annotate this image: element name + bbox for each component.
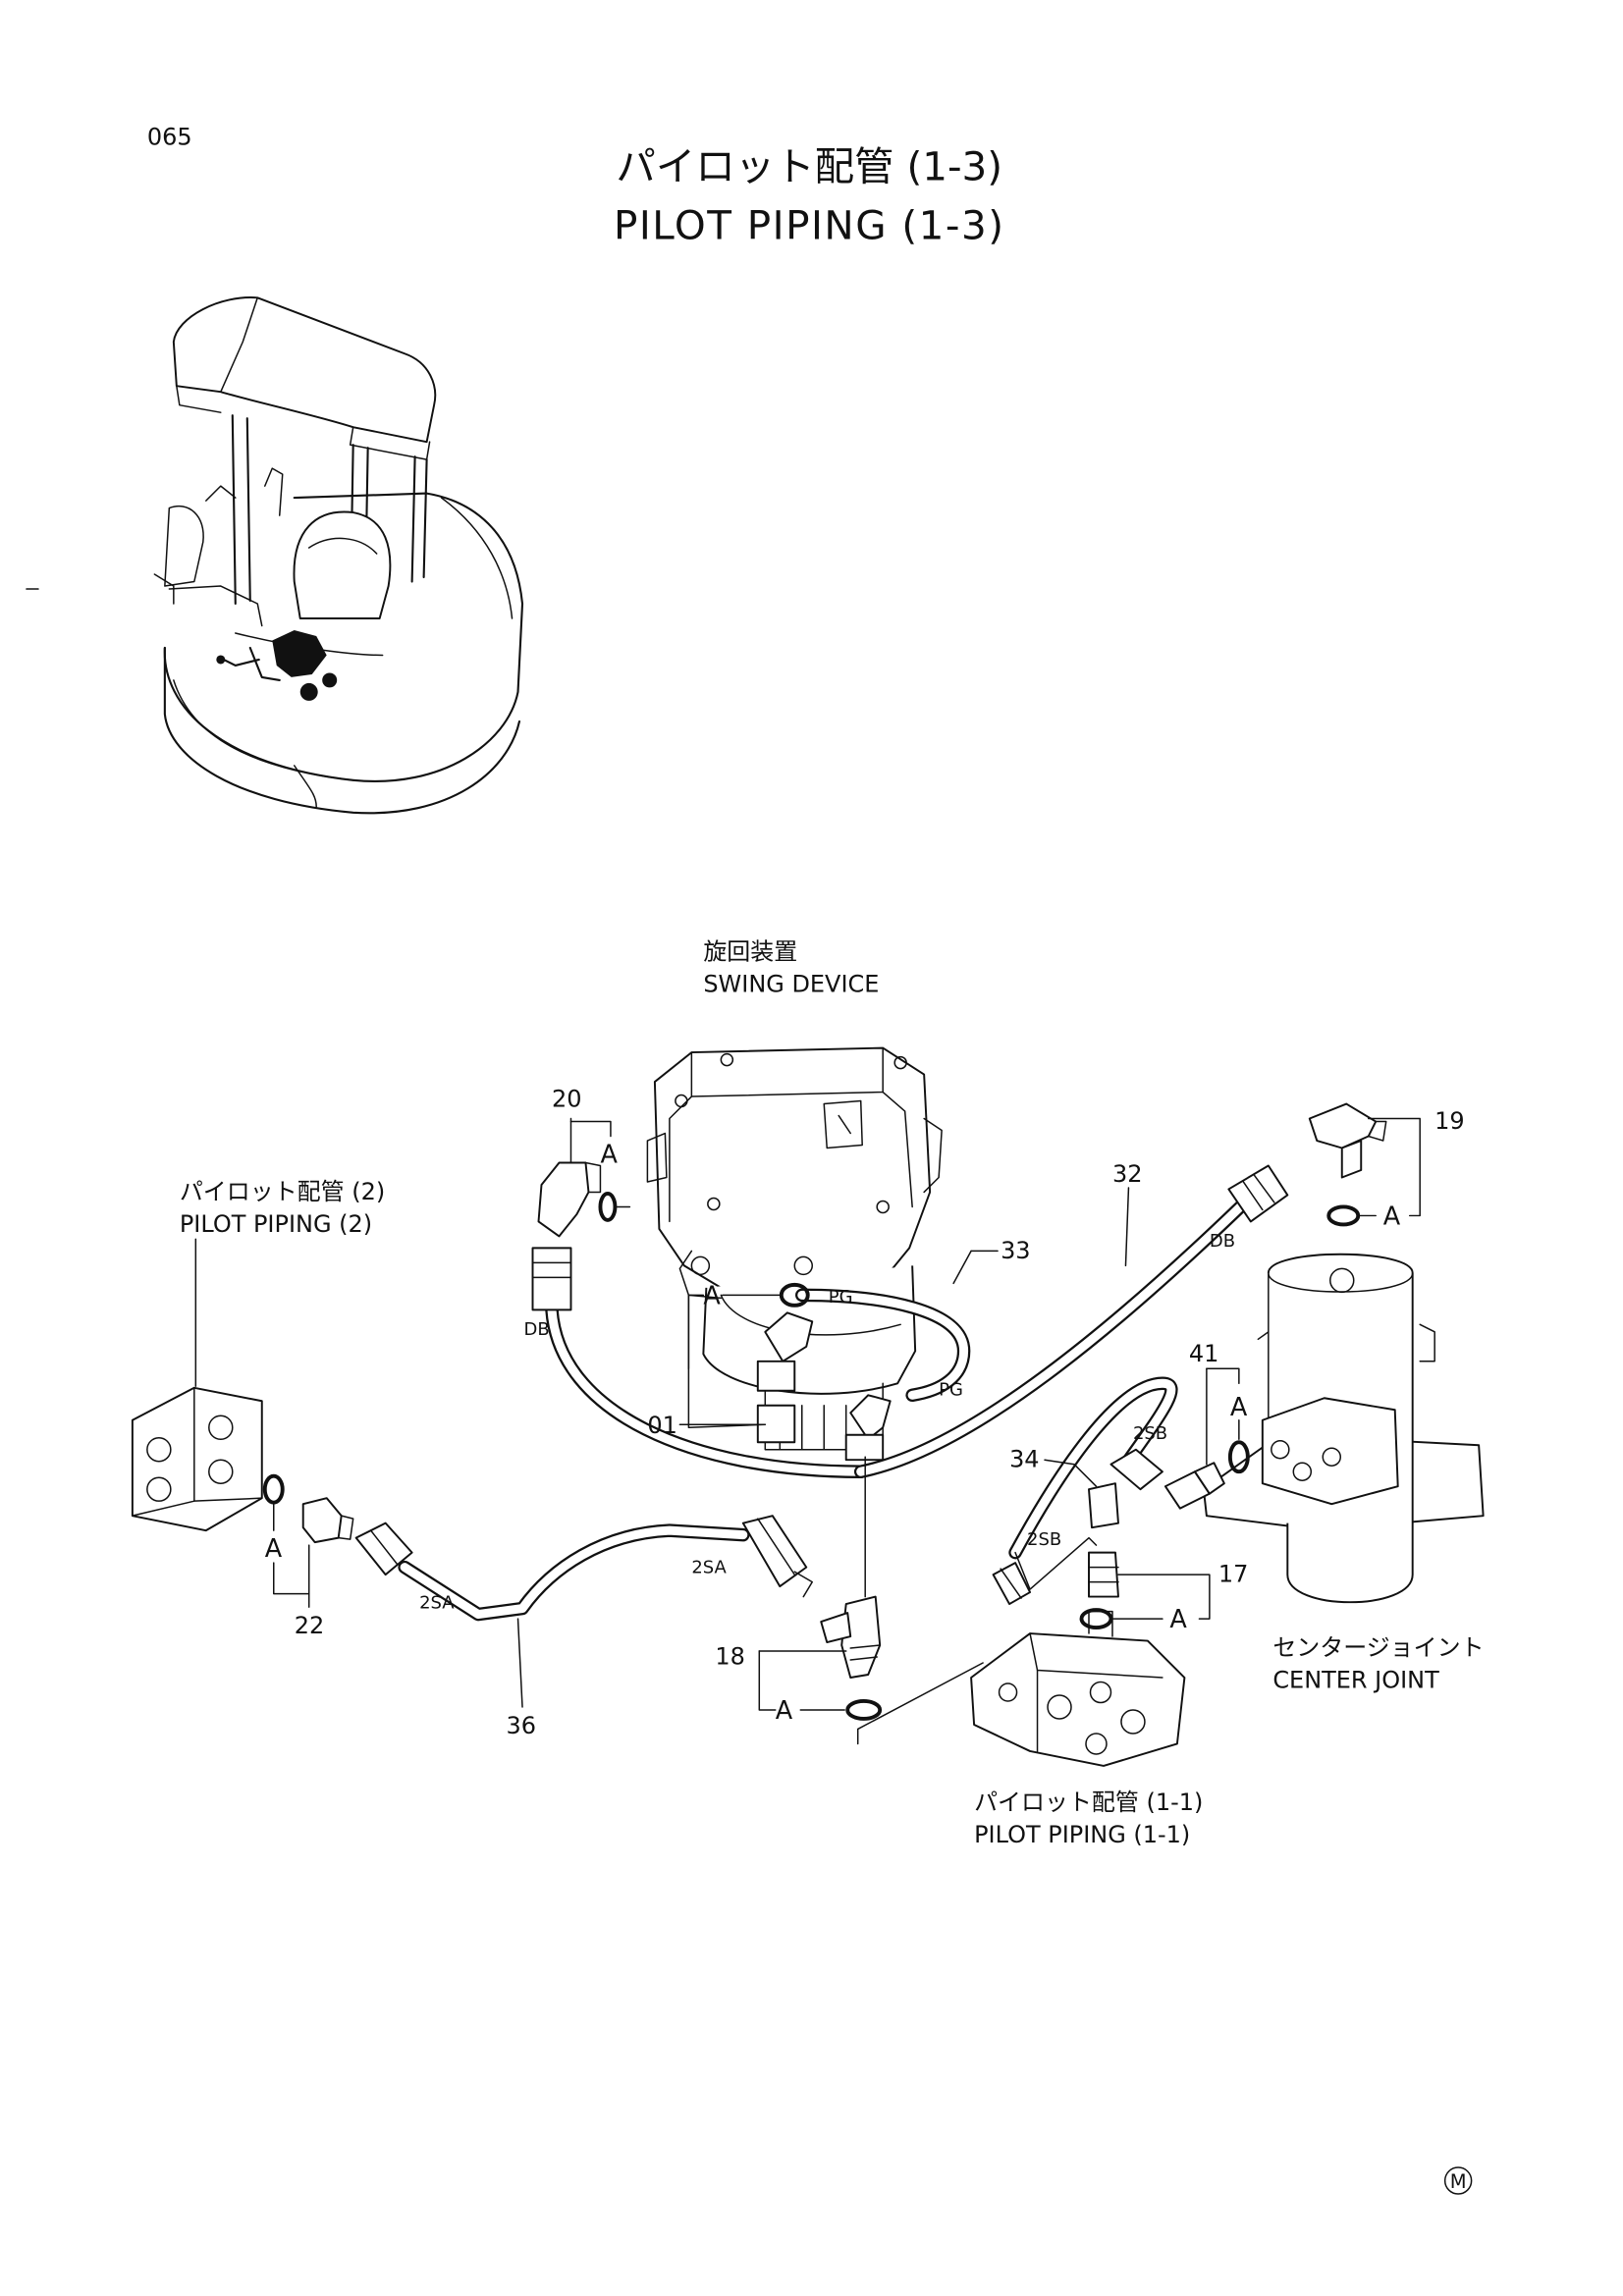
- oring-20: [598, 1192, 618, 1222]
- oring-17: [1079, 1608, 1113, 1630]
- leader-33-pipe: [952, 1250, 972, 1285]
- leader-34: [1044, 1459, 1098, 1487]
- swing-device-label-ja: 旋回装置: [703, 938, 797, 966]
- fitting-36-right-end: [741, 1515, 813, 1598]
- page-title-ja: パイロット配管 (1-3): [616, 142, 1002, 189]
- oring-19: [1326, 1204, 1361, 1227]
- part-number-34: 34: [1009, 1446, 1040, 1473]
- oring-41: [1227, 1440, 1250, 1474]
- oring-33: [779, 1282, 810, 1308]
- part-number-19: 19: [1434, 1107, 1465, 1135]
- machine-overview-illustration: [153, 296, 524, 815]
- bracket-18-a: [758, 1650, 777, 1711]
- port-label-2sb-upper: 2SB: [1133, 1423, 1167, 1444]
- center-joint-drawing: [1202, 1253, 1485, 1604]
- part-number-01: 01: [647, 1412, 676, 1439]
- pilot-piping-2-label-ja: パイロット配管 (2): [180, 1178, 385, 1205]
- oring-a-label-41: A: [1230, 1393, 1248, 1422]
- pilot-piping-1-1-leader: [856, 1662, 984, 1745]
- fitting-01-group: [756, 1311, 892, 1462]
- part-number-22: 22: [295, 1612, 324, 1639]
- bracket-20-a: [569, 1120, 612, 1138]
- port-label-pg-upper: PG: [829, 1287, 853, 1308]
- port-label-db-right: DB: [1210, 1231, 1235, 1252]
- pilot-valve-block-1-1: [970, 1610, 1186, 1767]
- oring-a-label-22: A: [265, 1534, 283, 1564]
- swing-device-label-en: SWING DEVICE: [703, 971, 879, 998]
- pilot-piping-1-1-label-ja: パイロット配管 (1-1): [974, 1789, 1203, 1816]
- page-title-en: PILOT PIPING (1-3): [614, 201, 1005, 248]
- port-label-2sa-right: 2SA: [691, 1558, 727, 1578]
- fitting-32-end: [1227, 1164, 1289, 1223]
- bracket-22-b: [272, 1544, 310, 1595]
- bracket-19: [1367, 1117, 1421, 1217]
- leader-01-second: [687, 1294, 705, 1370]
- part-number-32: 32: [1112, 1160, 1143, 1188]
- page-number: 065: [147, 123, 192, 150]
- part-number-33: 33: [1001, 1237, 1030, 1264]
- pipe-33: [795, 1288, 971, 1403]
- fitting-34-upper-end: [1088, 1448, 1163, 1529]
- part-number-17: 17: [1218, 1561, 1249, 1588]
- oring-a-label-19: A: [1383, 1201, 1401, 1231]
- fitting-18-tee: [820, 1595, 882, 1679]
- fitting-34-lower-end: [992, 1562, 1032, 1606]
- fitting-20-elbow: [531, 1161, 602, 1311]
- pipe-36: [398, 1523, 750, 1622]
- pipe-sb-lower: [1014, 1536, 1098, 1590]
- circled-m-mark: [1443, 2166, 1473, 2195]
- oring-22: [262, 1473, 285, 1505]
- part-number-18: 18: [715, 1643, 744, 1671]
- fitting-22: [301, 1497, 354, 1544]
- highlight-swing-area: [216, 629, 338, 701]
- pilot-piping-2-label-en: PILOT PIPING (2): [180, 1210, 372, 1238]
- port-label-2sb-lower: 2SB: [1027, 1529, 1061, 1550]
- part-number-41: 41: [1189, 1340, 1219, 1367]
- pilot-piping-1-1-label-en: PILOT PIPING (1-1): [974, 1821, 1190, 1848]
- port-label-db-left: DB: [524, 1319, 550, 1340]
- fitting-36-left-end: [354, 1522, 413, 1576]
- leader-32: [1124, 1187, 1130, 1267]
- part-number-20: 20: [552, 1086, 581, 1113]
- circled-m-letter: M: [1450, 2170, 1467, 2193]
- fitting-41: [1163, 1462, 1225, 1510]
- port-label-2sa-left: 2SA: [419, 1593, 455, 1614]
- pipe-32: [853, 1197, 1251, 1478]
- pipe-34: [1008, 1376, 1178, 1560]
- pipe-db-left: [545, 1303, 868, 1478]
- oring-a-label-18: A: [776, 1696, 793, 1726]
- fitting-17: [1088, 1551, 1119, 1598]
- port-label-pg-lower: PG: [939, 1379, 963, 1400]
- center-joint-label-ja: センタージョイント: [1272, 1634, 1484, 1662]
- bracket-17: [1117, 1574, 1211, 1620]
- oring-18: [845, 1699, 883, 1721]
- oring-a-label-17: A: [1169, 1605, 1187, 1634]
- fitting-19-elbow: [1308, 1102, 1387, 1179]
- center-joint-label-en: CENTER JOINT: [1272, 1667, 1439, 1694]
- oring-a-label-20: A: [600, 1140, 618, 1169]
- leader-36: [516, 1618, 523, 1708]
- pilot-valve-block-2: [131, 1386, 263, 1532]
- part-number-36: 36: [507, 1712, 536, 1739]
- bracket-41: [1206, 1367, 1240, 1385]
- oring-a-label-33: A: [703, 1281, 721, 1310]
